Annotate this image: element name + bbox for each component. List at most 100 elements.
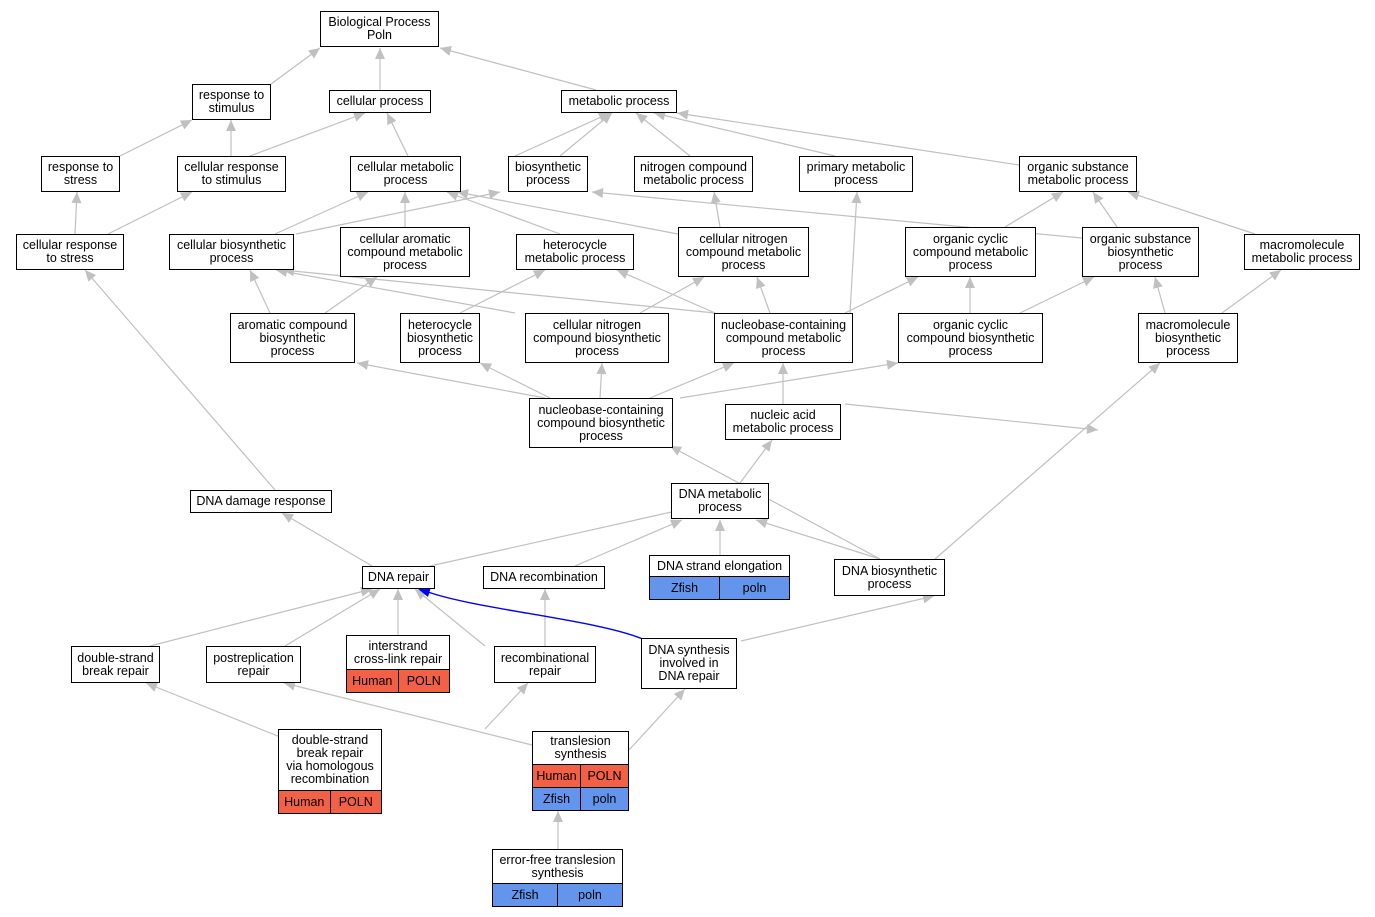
edge-arrowhead-33 bbox=[905, 277, 918, 287]
node-nucleic-acid-metabolic-process[interactable]: nucleic acid metabolic process bbox=[725, 404, 841, 440]
node-organic-cyclic-compound-biosynthetic-process[interactable]: organic cyclic compound biosynthetic pro… bbox=[898, 313, 1043, 363]
edge-47 bbox=[281, 512, 373, 567]
node-cellular-response-to-stress[interactable]: cellular response to stress bbox=[16, 234, 124, 270]
node-organic-cyclic-compound-metabolic-process[interactable]: organic cyclic compound metabolic proces… bbox=[905, 227, 1036, 277]
edge-arrowhead-5 bbox=[352, 112, 365, 122]
node-biosynthetic-process[interactable]: biosynthetic process bbox=[508, 156, 588, 192]
node-cellular-nitrogen-compound-metabolic-process[interactable]: cellular nitrogen compound metabolic pro… bbox=[678, 227, 809, 277]
node-double-strand-break-repair[interactable]: double-strand break repair bbox=[71, 646, 160, 683]
node-macromolecule-metabolic-process[interactable]: macromolecule metabolic process bbox=[1244, 234, 1360, 270]
edge-30 bbox=[616, 269, 716, 314]
highlight-edge-arrowhead bbox=[418, 587, 431, 597]
edge-arrowhead-42 bbox=[886, 359, 898, 370]
node-cellular-aromatic-compound-metabolic-process[interactable]: cellular aromatic compound metabolic pro… bbox=[340, 227, 470, 277]
edge-arrowhead-35 bbox=[1081, 277, 1094, 287]
node-heterocycle-metabolic-process[interactable]: heterocycle metabolic process bbox=[516, 234, 634, 270]
node-recombinational-repair[interactable]: recombinational repair bbox=[494, 646, 596, 683]
edge-45 bbox=[84, 269, 276, 491]
node-dna-biosynthetic-process[interactable]: DNA biosynthetic process bbox=[834, 559, 945, 596]
node-cellular-nitrogen-compound-biosynthetic-process[interactable]: cellular nitrogen compound biosynthetic … bbox=[525, 313, 669, 363]
edge-arrowhead-52 bbox=[670, 446, 683, 456]
node-macromolecule-biosynthetic-process[interactable]: macromolecule biosynthetic process bbox=[1138, 313, 1238, 363]
edge-arrowhead-19 bbox=[710, 192, 721, 204]
edge-arrowhead-21 bbox=[851, 192, 862, 204]
edge-17 bbox=[446, 191, 561, 235]
edge-arrowhead-32 bbox=[756, 277, 766, 290]
edge-arrowhead-1 bbox=[375, 48, 385, 59]
edge-7 bbox=[514, 112, 611, 157]
edge-arrowhead-20 bbox=[592, 188, 604, 199]
node-nucleobase-containing-compound-metabolic-process[interactable]: nucleobase-containing compound metabolic… bbox=[714, 313, 853, 363]
node-response-to-stress[interactable]: response to stress bbox=[41, 156, 120, 192]
node-cellular-biosynthetic-process[interactable]: cellular biosynthetic process bbox=[169, 234, 294, 270]
edge-24 bbox=[1127, 191, 1256, 235]
node-dna-repair[interactable]: DNA repair bbox=[362, 566, 435, 589]
gene-poln: POLN bbox=[329, 791, 381, 813]
edge-39 bbox=[479, 362, 551, 399]
node-metabolic-process[interactable]: metabolic process bbox=[561, 90, 677, 113]
edge-31 bbox=[639, 276, 705, 314]
edge-57 bbox=[414, 588, 486, 647]
edge-arrowhead-59 bbox=[146, 682, 159, 692]
edge-9 bbox=[635, 112, 691, 157]
edge-arrowhead-38 bbox=[357, 360, 369, 370]
edge-arrowhead-60 bbox=[516, 683, 528, 695]
edge-arrowhead-45 bbox=[85, 270, 96, 282]
node-organic-substance-biosynthetic-process[interactable]: organic substance biosynthetic process bbox=[1082, 227, 1199, 277]
gene-poln: POLN bbox=[580, 765, 628, 787]
edge-arrowhead-44 bbox=[1086, 423, 1098, 434]
edge-arrowhead-61 bbox=[284, 680, 296, 691]
edge-37 bbox=[1221, 269, 1282, 314]
edge-arrowhead-54 bbox=[360, 586, 372, 597]
node-biological-process[interactable]: Biological Process Poln bbox=[320, 11, 439, 47]
edge-arrowhead-40 bbox=[596, 363, 607, 375]
edge-59 bbox=[145, 682, 301, 746]
edge-55 bbox=[284, 588, 381, 647]
edge-arrowhead-53 bbox=[1148, 363, 1160, 374]
edge-arrowhead-37 bbox=[1269, 270, 1281, 281]
species-human: Human bbox=[533, 765, 580, 787]
species-human: Human bbox=[347, 670, 398, 692]
node-heterocycle-biosynthetic-process[interactable]: heterocycle biosynthetic process bbox=[400, 313, 480, 363]
edge-arrowhead-46 bbox=[761, 440, 772, 452]
node-cellular-metabolic-process[interactable]: cellular metabolic process bbox=[350, 156, 461, 192]
node-nucleobase-containing-compound-biosynthetic-process[interactable]: nucleobase-containing compound biosynthe… bbox=[529, 398, 673, 448]
edge-8 bbox=[559, 112, 613, 157]
species-human: Human bbox=[279, 791, 330, 813]
node-response-to-stimulus[interactable]: response to stimulus bbox=[192, 84, 271, 120]
edge-54 bbox=[149, 588, 373, 647]
edge-42 bbox=[679, 362, 899, 399]
edge-arrowhead-9 bbox=[636, 113, 648, 124]
node-cellular-response-to-stimulus[interactable]: cellular response to stimulus bbox=[177, 156, 286, 192]
edge-arrowhead-6 bbox=[387, 113, 397, 126]
node-aromatic-compound-biosynthetic-process[interactable]: aromatic compound biosynthetic process bbox=[230, 313, 355, 363]
node-postreplication-repair[interactable]: postreplication repair bbox=[206, 646, 301, 683]
edge-5 bbox=[249, 112, 366, 157]
edge-arrowhead-4 bbox=[226, 120, 236, 131]
node-dna-synthesis-involved-in-dna-repair[interactable]: DNA synthesis involved in DNA repair bbox=[641, 638, 737, 689]
edge-13 bbox=[107, 191, 193, 235]
edge-33 bbox=[844, 276, 919, 314]
node-dna-metabolic-process[interactable]: DNA metabolic process bbox=[671, 483, 769, 519]
edge-22 bbox=[1004, 191, 1064, 228]
edge-arrowhead-0 bbox=[308, 48, 320, 59]
node-dna-damage-response[interactable]: DNA damage response bbox=[190, 490, 332, 513]
edge-11 bbox=[676, 112, 1020, 166]
node-nitrogen-compound-metabolic-process[interactable]: nitrogen compound metabolic process bbox=[634, 156, 753, 192]
edge-28 bbox=[282, 269, 716, 314]
edge-35 bbox=[1019, 276, 1095, 314]
node-primary-metabolic-process[interactable]: primary metabolic process bbox=[799, 156, 913, 192]
node-dna-recombination[interactable]: DNA recombination bbox=[483, 566, 605, 589]
node-double-strand-break-repair-via-hr[interactable]: double-strand break repair via homologou… bbox=[278, 729, 382, 814]
node-cellular-process[interactable]: cellular process bbox=[329, 90, 431, 113]
edge-arrowhead-25 bbox=[250, 270, 260, 283]
edge-arrowhead-30 bbox=[617, 269, 630, 279]
edge-arrowhead-39 bbox=[480, 363, 493, 373]
edge-61 bbox=[283, 682, 533, 746]
edge-29 bbox=[459, 269, 546, 314]
node-organic-substance-metabolic-process[interactable]: organic substance metabolic process bbox=[1019, 156, 1137, 192]
